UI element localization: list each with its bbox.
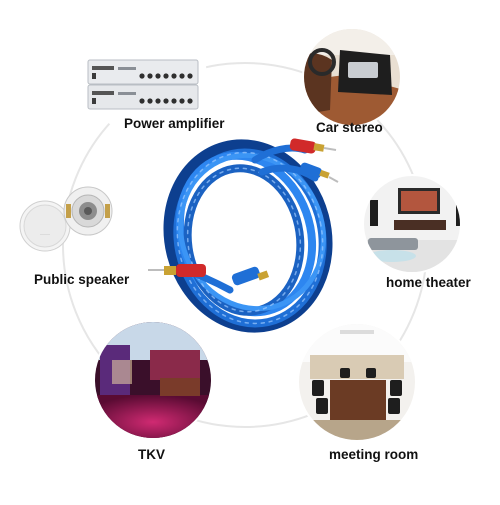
public-speaker-image: ····· [19, 186, 113, 252]
label-power-amplifier: Power amplifier [124, 116, 225, 131]
home-theater-image [362, 174, 462, 274]
label-public-speaker: Public speaker [34, 272, 130, 287]
svg-text:·····: ····· [40, 232, 50, 238]
power-amplifier-image [87, 17, 207, 137]
meeting-room-image [297, 322, 417, 442]
ktv-room-image [93, 320, 213, 440]
label-home-theater: home theater [386, 275, 471, 290]
rca-cable-image [148, 138, 339, 333]
label-meeting-room: meeting room [329, 447, 419, 462]
label-tkv: TKV [138, 447, 165, 462]
label-car-stereo: Car stereo [316, 120, 383, 135]
car-stereo-image [302, 27, 402, 127]
